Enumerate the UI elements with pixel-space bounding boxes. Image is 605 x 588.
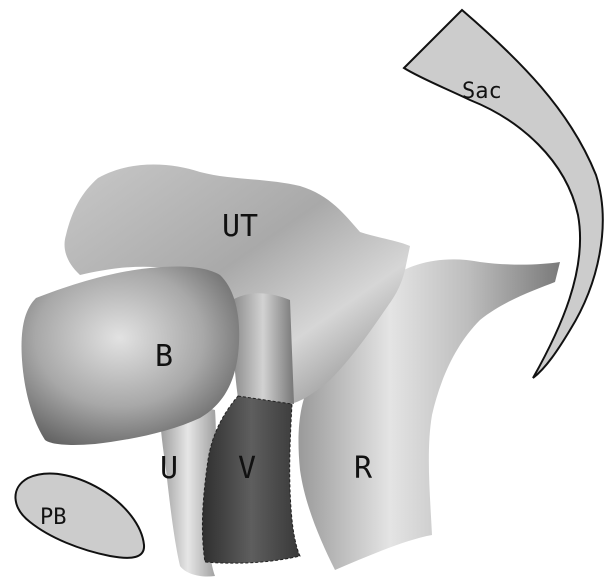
- label-ut: UT: [222, 209, 258, 244]
- label-v: V: [238, 451, 256, 486]
- neck-region: [232, 293, 294, 404]
- label-u: U: [160, 451, 178, 486]
- label-pb: PB: [40, 505, 67, 530]
- label-sac: Sac: [462, 79, 502, 104]
- label-r: R: [354, 451, 373, 486]
- label-b: B: [155, 339, 173, 374]
- pb-shape: [15, 474, 144, 558]
